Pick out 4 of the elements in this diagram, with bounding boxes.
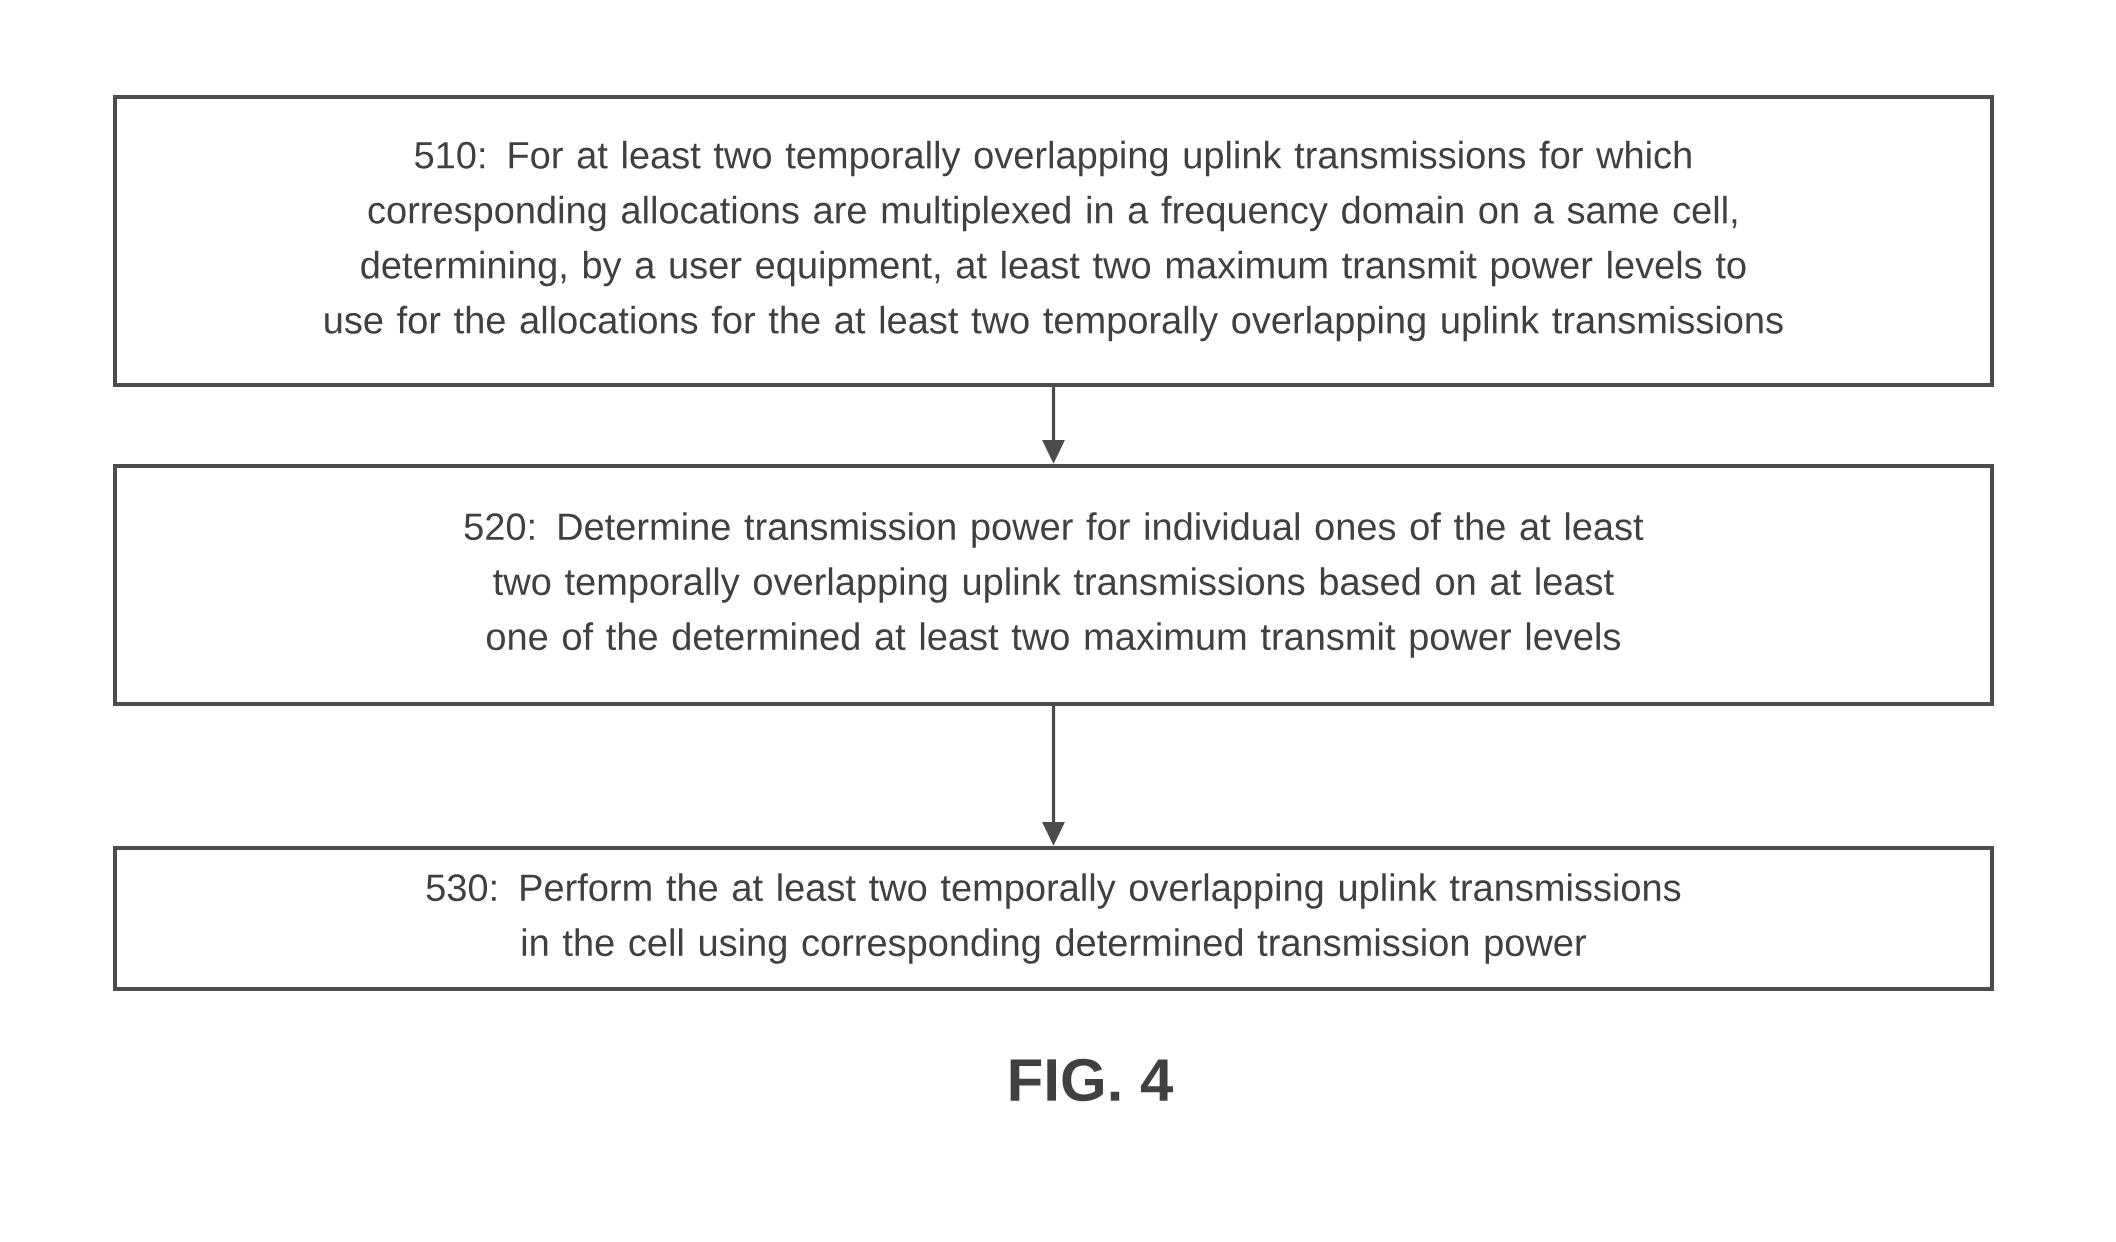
- process-box: 510: For at least two temporally overlapping uplink transmissions for which corresponding allocations are multiplexed in a frequency domain on a same cell, determining, by a user equipment, at least two maximum transmit power levels to use for the allocations for the at least two temporally overlapping uplink transmissions: [113, 95, 1994, 387]
- figure-caption: FIG. 4: [1010, 1058, 1174, 1102]
- process-box: 530: Perform the at least two temporally overlapping uplink transmissions in the cell using corresponding determined transmission power: [113, 846, 1994, 991]
- process-box: 520: Determine transmission power for individual ones of the at least two temporally overlapping uplink transmissions based on at least one of the determined at least two maximum transmit power levels: [113, 464, 1994, 706]
